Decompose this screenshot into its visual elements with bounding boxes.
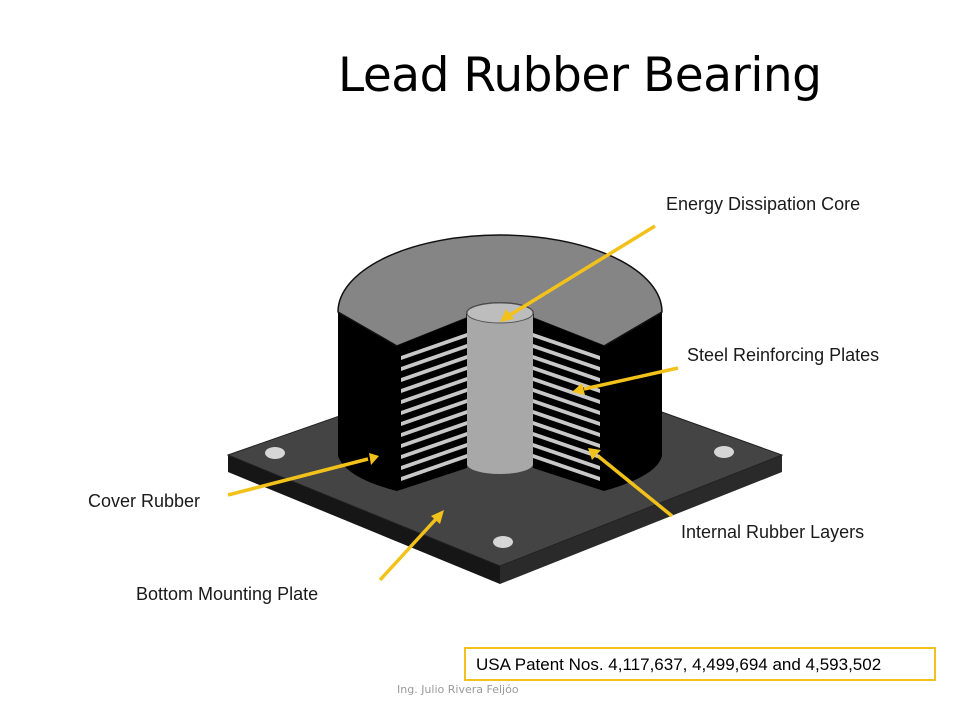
lead-core-body: [467, 313, 533, 474]
patent-box: USA Patent Nos. 4,117,637, 4,499,694 and…: [464, 647, 936, 681]
footer-author: Ing. Julio Rivera Feljóo: [397, 683, 519, 696]
callout-arrows: [227, 224, 679, 582]
slide-title: Lead Rubber Bearing: [338, 48, 822, 103]
steel-reinforcing-plates-right: [533, 333, 600, 481]
label-internal-rubber-layers: Internal Rubber Layers: [681, 522, 865, 542]
arrow-bottom-mounting-plate: [378, 517, 438, 582]
arrow-cover-rubber: [227, 457, 369, 497]
arrow-energy-dissipation-core: [509, 224, 656, 317]
mounting-hole-front: [493, 536, 513, 548]
mounting-hole-right: [714, 446, 734, 458]
steel-reinforcing-plates-left: [401, 333, 467, 481]
label-steel-reinforcing-plates: Steel Reinforcing Plates: [687, 345, 880, 365]
label-bottom-mounting-plate: Bottom Mounting Plate: [136, 584, 319, 604]
cutaway-right-face: [533, 318, 604, 491]
patent-text: USA Patent Nos. 4,117,637, 4,499,694 and…: [476, 655, 882, 674]
lead-core-top: [466, 302, 534, 324]
cover-rubber-right: [604, 312, 662, 491]
lead-core: [466, 302, 534, 474]
arrow-steel-reinforcing-plates: [583, 366, 679, 391]
bearing-body: [337, 234, 663, 491]
label-energy-dissipation-core: Energy Dissipation Core: [666, 194, 861, 214]
mounting-hole-left: [265, 447, 285, 459]
cover-rubber-left: [338, 312, 397, 491]
cutaway-left-face: [397, 318, 467, 491]
plate-right-side: [500, 455, 782, 584]
plate-front-side: [228, 455, 500, 584]
arrow-internal-rubber-layers: [596, 454, 674, 518]
label-cover-rubber: Cover Rubber: [88, 491, 201, 511]
